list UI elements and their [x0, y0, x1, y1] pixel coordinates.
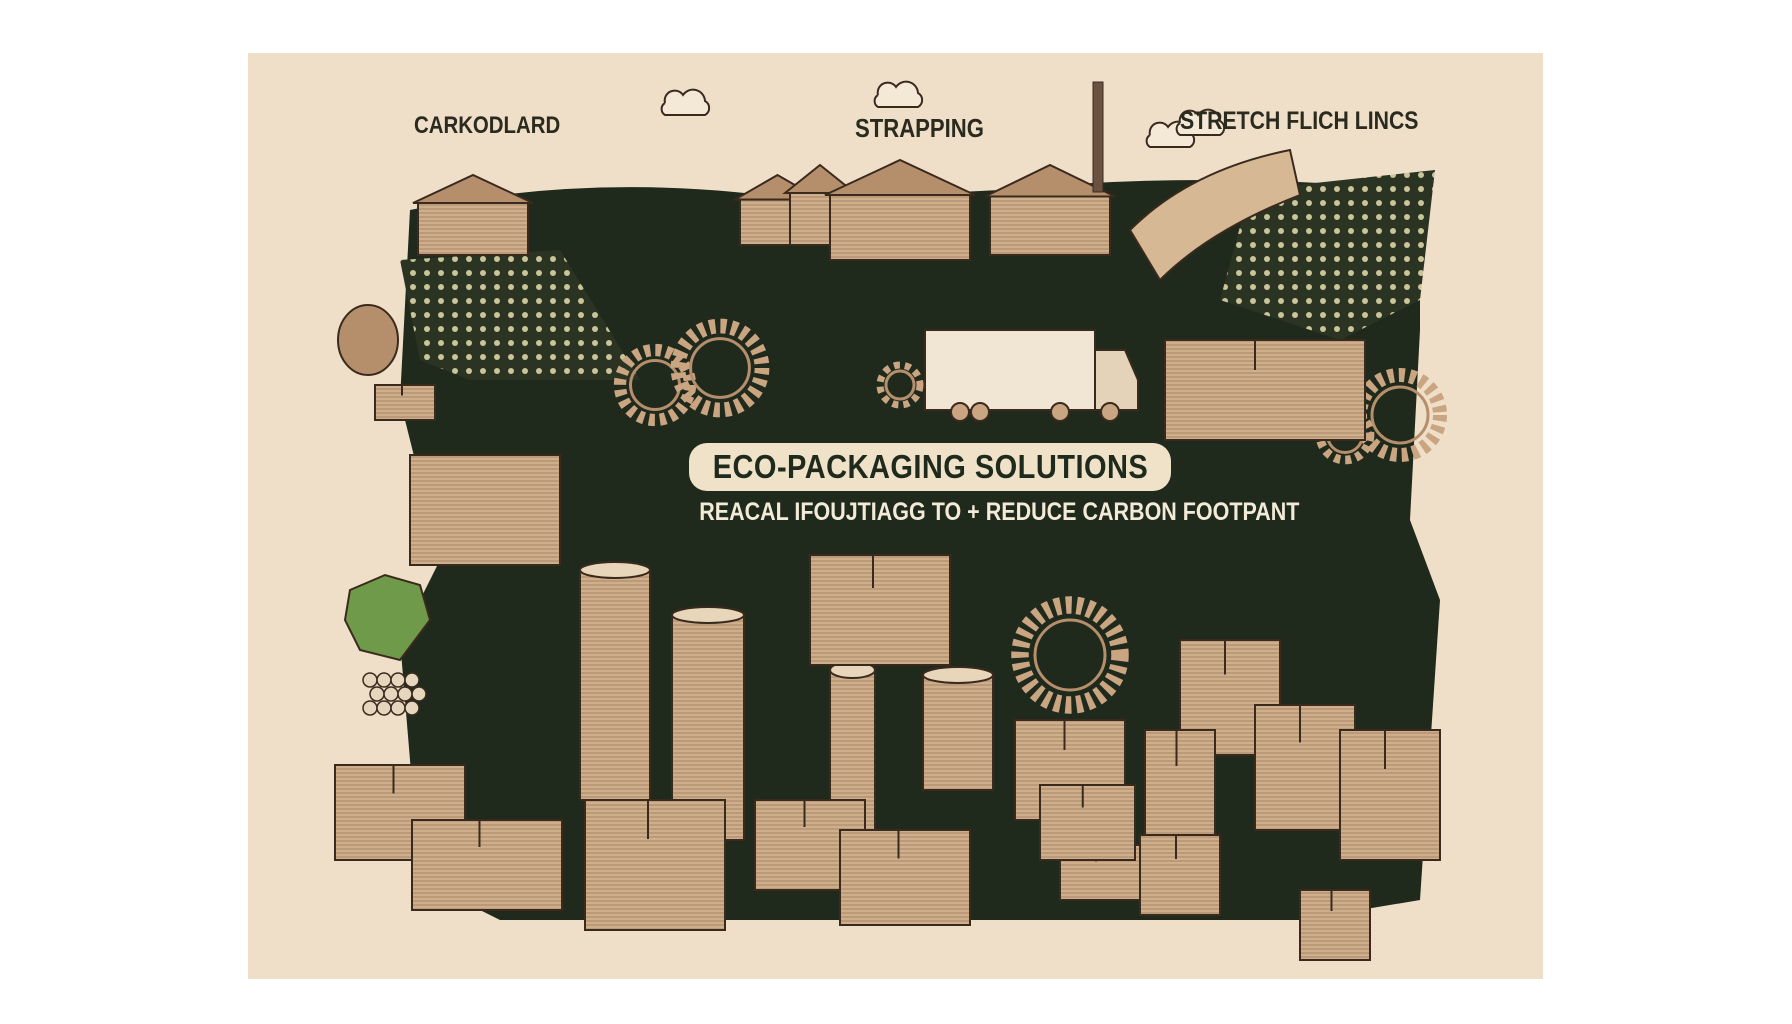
grape-leaf	[343, 573, 432, 662]
title-banner: ECO-PACKAGING SOLUTIONS	[689, 443, 1171, 491]
gear-icon	[876, 361, 924, 409]
grape	[404, 672, 420, 688]
cardboard-box	[411, 819, 563, 911]
cardboard-box	[584, 799, 726, 931]
paper-roll	[922, 674, 994, 791]
cardboard-box	[1139, 834, 1221, 916]
warehouse	[989, 195, 1111, 256]
gear-icon	[884, 369, 916, 401]
gear-icon	[1370, 385, 1430, 445]
cardboard-box	[1339, 729, 1441, 861]
warehouse-roof	[412, 173, 534, 204]
label-cardboard: CARKODLARD	[414, 112, 561, 139]
truck-trailer	[924, 329, 1096, 411]
cardboard-box	[334, 764, 466, 861]
poster-subtitle: REACAL IFOUJTIAGG TO + REDUCE CARBON FOO…	[699, 498, 1300, 526]
warehouse-roof	[782, 163, 858, 194]
grape	[390, 700, 406, 716]
cardboard-box	[374, 384, 436, 421]
grape	[376, 700, 392, 716]
paper-roll-top	[579, 561, 651, 579]
grape	[383, 686, 399, 702]
truck-wheel	[1050, 402, 1070, 422]
warehouse	[417, 202, 529, 256]
cardboard-box	[1039, 784, 1136, 861]
cloud-icon	[873, 80, 924, 108]
cardboard-box	[809, 554, 951, 666]
label-strapping: STRAPPING	[855, 113, 984, 143]
cardboard-box	[1299, 889, 1371, 961]
cloud-icon	[660, 88, 711, 116]
cardboard-box	[1164, 339, 1366, 441]
vineyard-right	[1220, 170, 1435, 340]
truck-cab	[1094, 349, 1139, 411]
paper-roll-top	[922, 666, 994, 684]
cardboard-box	[839, 829, 971, 926]
grape	[404, 700, 420, 716]
grape	[376, 672, 392, 688]
warehouse-roof	[984, 163, 1116, 198]
cloud-icon	[1175, 108, 1226, 136]
barrel-icon	[337, 304, 399, 376]
grape	[362, 672, 378, 688]
grape	[369, 686, 385, 702]
cardboard-box	[1254, 704, 1356, 831]
grape	[397, 686, 413, 702]
warehouse-roof	[824, 158, 976, 196]
paper-roll-top	[671, 606, 745, 624]
grape	[362, 700, 378, 716]
label-stretch-film: STRETCH FLICH LINCS	[1180, 107, 1419, 135]
truck-wheel	[1100, 402, 1120, 422]
truck-wheel	[950, 402, 970, 422]
vineyard-left	[400, 250, 640, 380]
gear-icon	[1011, 596, 1129, 714]
warehouse	[829, 194, 971, 261]
gear-icon	[670, 318, 770, 418]
wooden-crate	[409, 454, 561, 566]
truck-wheel	[970, 402, 990, 422]
smokestack	[1092, 81, 1104, 193]
grape	[411, 686, 427, 702]
gear-icon	[613, 343, 697, 427]
grape	[390, 672, 406, 688]
poster-title: ECO-PACKAGING SOLUTIONS	[712, 448, 1148, 485]
stretch-film-tunnel	[1128, 148, 1302, 282]
gear-icon	[689, 337, 751, 399]
paper-roll	[579, 569, 651, 801]
cardboard-box	[1144, 729, 1216, 851]
gear-icon	[1033, 618, 1107, 692]
